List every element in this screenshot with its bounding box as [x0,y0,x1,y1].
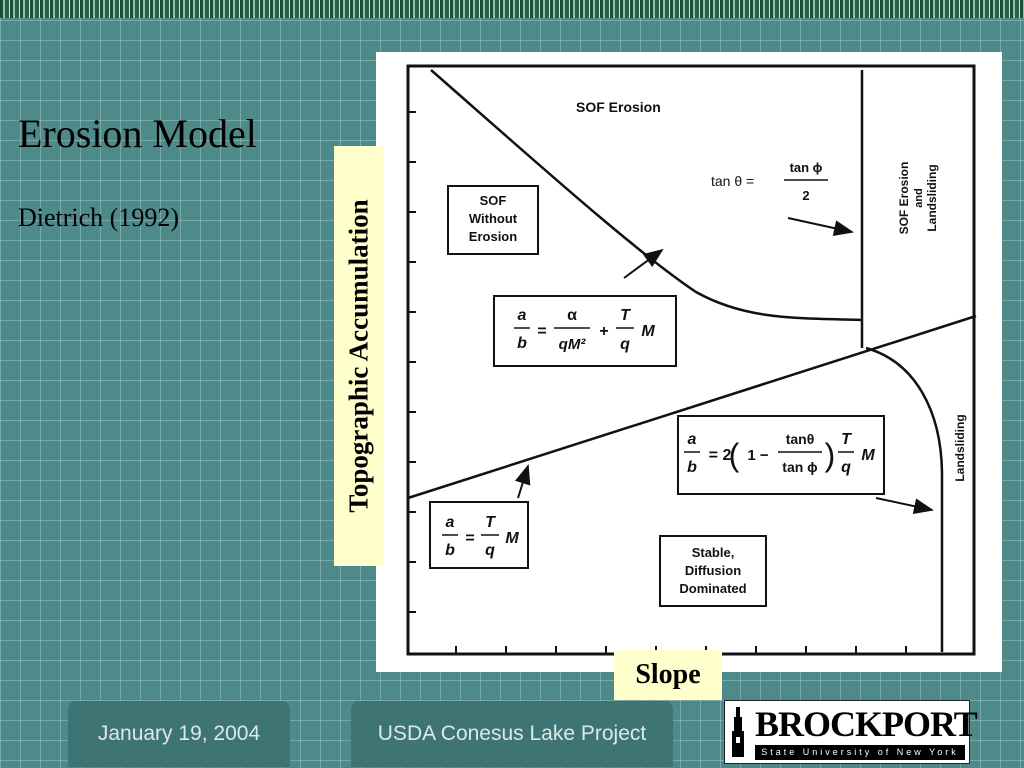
eq1-num: α [567,307,577,324]
eq3-lhs-den: b [445,542,455,559]
eq2-num: tanθ [786,431,815,447]
label-sof-landsliding-1: SOF Erosion [897,162,911,235]
eq1-den: qM² [559,336,587,353]
label-stable-1: Stable, [692,545,735,560]
label-sof-landsliding-3: Landsliding [925,164,939,231]
slide-subtitle: Dietrich (1992) [18,203,180,232]
eq1-M: M [641,323,655,340]
eq1-lhs-num: a [518,307,527,324]
eq2-lhs-den: b [687,459,697,476]
eq-tan-num: tan ϕ [790,160,823,175]
label-sof-erosion: SOF Erosion [576,99,661,115]
sof-erosion-boundary [430,69,864,322]
label-stable-3: Dominated [679,581,746,596]
stability-line [407,314,977,500]
eq3-equals: = [465,530,474,547]
arrow-tan [787,217,854,236]
eq2-paren-close: ) [825,437,836,473]
eq2-paren-open: ( [729,437,740,473]
arrow-eq2 [875,497,934,515]
eq1-plus: + [599,323,608,340]
label-sof-without-1: SOF [480,193,507,208]
eq2-M: M [861,447,875,464]
brockport-logo: BROCKPORT State University of New York [724,700,978,764]
box-sof-without-erosion [447,185,539,255]
label-landsliding: Landsliding [953,414,967,481]
y-axis-label-box: Topographic Accumulation [334,146,384,566]
arrow-eq1 [623,248,664,279]
eq-tan-left: tan θ = [711,173,754,189]
slide-title: Erosion Model [18,111,257,156]
label-sof-without-2: Without [469,211,518,226]
box-eq1 [493,295,677,367]
label-sof-landsliding-2: and [913,188,925,208]
eq3-M: M [505,530,519,547]
eq3-T: T [485,514,496,531]
logo-wordmark: BROCKPORT [755,704,978,744]
eq3-q: q [485,542,495,559]
box-eq3 [429,501,529,569]
diagram-svg: SOF Erosion SOF Without Erosion SOF Eros… [406,64,977,656]
eq2-equals-two: = 2 [709,447,732,464]
box-stable [659,535,767,607]
eq1-q: q [620,336,630,353]
erosion-diagram: SOF Erosion SOF Without Erosion SOF Eros… [376,52,1002,672]
eq2-lhs-num: a [688,431,697,448]
label-sof-without-3: Erosion [469,229,517,244]
eq2-one-minus: 1 − [747,447,769,464]
logo-subtitle: State University of New York [755,745,965,760]
footer-date: January 19, 2004 [68,701,290,767]
eq1-T: T [620,307,631,324]
footer-project: USDA Conesus Lake Project [351,701,673,767]
x-axis-label: Slope [614,650,722,700]
box-eq2 [677,415,885,495]
eq2-den: tan ϕ [782,459,817,475]
y-axis-label: Topographic Accumulation [343,199,374,513]
label-stable-2: Diffusion [685,563,741,578]
eq1-equals: = [537,323,546,340]
eq2-T: T [841,431,852,448]
arrow-eq3 [514,464,531,499]
tower-icon [732,707,744,757]
eq2-q: q [841,459,851,476]
y-ticks [408,111,416,613]
landsliding-boundary [865,346,944,652]
eq-tan-den: 2 [802,188,809,203]
top-decorative-strip [0,0,1024,18]
eq3-lhs-num: a [446,514,455,531]
eq1-lhs-den: b [517,335,527,352]
